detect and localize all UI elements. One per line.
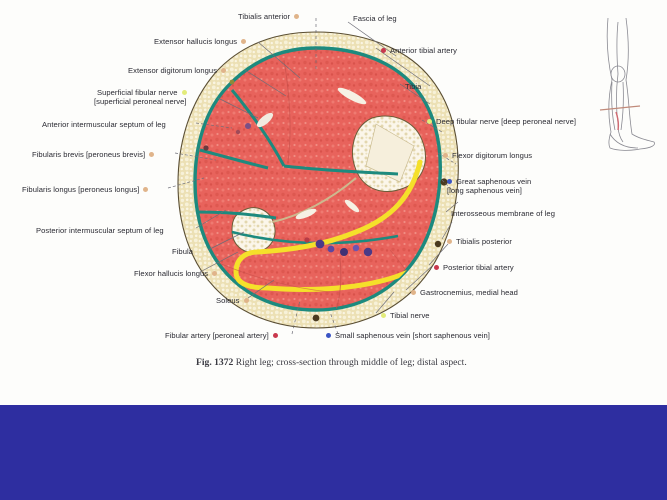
anatomy-label-line: Fibularis brevis [peroneus brevis] <box>32 150 155 159</box>
anatomy-label-text: Anterior intermuscular septum of leg <box>42 120 166 129</box>
anatomy-label-line: Deep fibular nerve [deep peroneal nerve] <box>427 117 576 126</box>
anatomy-label: Gastrocnemius, medial head <box>411 288 518 297</box>
anatomy-label-text: Gastrocnemius, medial head <box>420 288 518 297</box>
muscle-color-swatch-icon <box>447 239 452 244</box>
figure-number: Fig. 1372 <box>196 357 234 368</box>
vein-color-swatch-icon <box>447 179 452 184</box>
muscle-color-swatch-icon <box>443 153 448 158</box>
artery-color-swatch-icon <box>381 48 386 53</box>
anatomy-label-text: Superficial fibular nerve <box>96 88 178 97</box>
nerve-color-swatch-icon <box>381 313 386 318</box>
muscle-color-swatch-icon <box>243 298 249 303</box>
anatomy-label: Flexor digitorum longus <box>443 151 532 160</box>
anatomy-label: Tibialis anterior <box>238 12 300 21</box>
anatomy-label-text: Fibularis brevis [peroneus brevis] <box>32 150 146 159</box>
anatomy-label-text: Small saphenous vein [short saphenous ve… <box>335 331 490 340</box>
anatomy-label: Fibular artery [peroneal artery] <box>165 331 278 340</box>
anatomy-label-text: Tibia <box>405 82 422 91</box>
anatomy-label-text: Tibialis anterior <box>238 12 291 21</box>
anatomy-label-text: Tibial nerve <box>390 311 430 320</box>
anatomy-label: Fibula <box>172 247 193 256</box>
muscle-color-swatch-icon <box>221 68 227 73</box>
anatomy-label-line: Tibia <box>405 82 421 91</box>
anatomy-label: Deep fibular nerve [deep peroneal nerve] <box>427 117 576 126</box>
anatomy-label: Fascia of leg <box>353 14 397 23</box>
anatomy-label: Extensor hallucis longus <box>154 37 247 46</box>
muscle-color-swatch-icon <box>294 14 300 19</box>
anatomy-label: Anterior tibial artery <box>381 46 457 55</box>
muscle-color-swatch-icon <box>212 271 218 276</box>
muscle-color-swatch-icon <box>241 39 247 44</box>
anatomy-label-text: Great saphenous vein <box>456 177 532 186</box>
nerve-color-swatch-icon <box>181 90 187 95</box>
leg-orientation-inset <box>599 17 655 151</box>
anatomy-label-line: Flexor digitorum longus <box>443 151 532 160</box>
anatomy-label: Fibularis longus [peroneus longus] <box>22 185 149 194</box>
anatomy-label: Soleus <box>216 296 249 305</box>
muscle-color-swatch-icon <box>411 290 416 295</box>
anatomy-label: Tibial nerve <box>381 311 430 320</box>
anatomy-label-line: Extensor digitorum longus <box>128 66 227 75</box>
anatomy-label: Tibia <box>405 82 421 91</box>
anatomy-label: Posterior intermuscular septum of leg <box>36 226 164 235</box>
anatomy-label: Great saphenous vein[long saphenous vein… <box>447 177 531 196</box>
anatomy-label-text: Deep fibular nerve [deep peroneal nerve] <box>436 117 577 126</box>
anatomy-label-line: Flexor hallucis longus <box>134 269 218 278</box>
nerve-color-swatch-icon <box>427 119 432 124</box>
anatomy-label-line: Fibular artery [peroneal artery] <box>165 331 278 340</box>
anatomy-label-line: Superficial fibular nerve <box>97 88 187 97</box>
anatomy-label-line: Fascia of leg <box>353 14 397 23</box>
anatomy-label: Anterior intermuscular septum of leg <box>42 120 166 129</box>
artery-color-swatch-icon <box>272 333 278 338</box>
slide-banner: 小腿前、后肌间隔 外侧、后骨筋膜鞘（构 <box>0 405 667 500</box>
anatomy-label-line: Tibialis anterior <box>238 12 300 21</box>
anatomy-label-text: Tibialis posterior <box>456 237 512 246</box>
anatomy-label-line: Small saphenous vein [short saphenous ve… <box>326 331 490 340</box>
anatomy-label: Superficial fibular nerve[superficial pe… <box>94 88 187 107</box>
muscle-color-swatch-icon <box>149 152 155 157</box>
anatomy-label: Tibialis posterior <box>447 237 512 246</box>
anatomy-label-text: Extensor digitorum longus <box>128 66 218 75</box>
anatomy-label-line: Anterior tibial artery <box>381 46 457 55</box>
vein-color-swatch-icon <box>326 333 331 338</box>
anatomy-label-line: Fibularis longus [peroneus longus] <box>22 185 149 194</box>
figure-caption-text: Right leg; cross-section through middle … <box>235 357 467 368</box>
anatomy-label-text: Fascia of leg <box>353 14 397 23</box>
anatomy-label-text: Extensor hallucis longus <box>154 37 238 46</box>
anatomy-label-text: [superficial peroneal nerve] <box>94 97 187 107</box>
anatomy-label-line: Tibialis posterior <box>447 237 512 246</box>
anatomy-label-line: Fibula <box>172 247 193 256</box>
anatomy-label-line: Soleus <box>216 296 249 305</box>
anatomy-label: Extensor digitorum longus <box>128 66 227 75</box>
anatomy-label-text: Fibularis longus [peroneus longus] <box>22 185 140 194</box>
anatomy-label: Interosseous membrane of leg <box>451 209 555 218</box>
anatomy-label-text: Anterior tibial artery <box>390 46 457 55</box>
anatomy-label-text: Soleus <box>216 296 240 305</box>
anatomy-label-line: Extensor hallucis longus <box>154 37 247 46</box>
anatomy-label: Fibularis brevis [peroneus brevis] <box>32 150 155 159</box>
artery-color-swatch-icon <box>434 265 439 270</box>
anatomy-label-text: [long saphenous vein] <box>447 186 522 196</box>
anatomy-label-line: Posterior tibial artery <box>434 263 514 272</box>
anatomy-label: Small saphenous vein [short saphenous ve… <box>326 331 490 340</box>
anatomy-label-text: Fibular artery [peroneal artery] <box>165 331 269 340</box>
anatomy-label-text: Fibula <box>172 247 193 256</box>
anatomy-label: Flexor hallucis longus <box>134 269 218 278</box>
muscle-color-swatch-icon <box>143 187 149 192</box>
anatomy-label-text: Interosseous membrane of leg <box>451 209 555 218</box>
anatomy-label-line: Anterior intermuscular septum of leg <box>42 120 166 129</box>
anatomy-label-text: Flexor digitorum longus <box>452 151 533 160</box>
anatomy-label-line: Gastrocnemius, medial head <box>411 288 518 297</box>
anatomy-label-text: Posterior tibial artery <box>443 263 514 272</box>
anatomy-label: Posterior tibial artery <box>434 263 514 272</box>
leg-cross-section-illustration <box>167 18 459 335</box>
anatomy-label-text: Posterior intermuscular septum of leg <box>36 226 164 235</box>
anatomy-label-line: Tibial nerve <box>381 311 430 320</box>
anatomy-label-line: Interosseous membrane of leg <box>451 209 555 218</box>
anatomy-label-line: Posterior intermuscular septum of leg <box>36 226 164 235</box>
anatomy-label-line: Great saphenous vein <box>447 177 531 186</box>
figure-caption: Fig. 1372 Right leg; cross-section throu… <box>196 357 496 370</box>
anatomy-label-text: Flexor hallucis longus <box>134 269 209 278</box>
